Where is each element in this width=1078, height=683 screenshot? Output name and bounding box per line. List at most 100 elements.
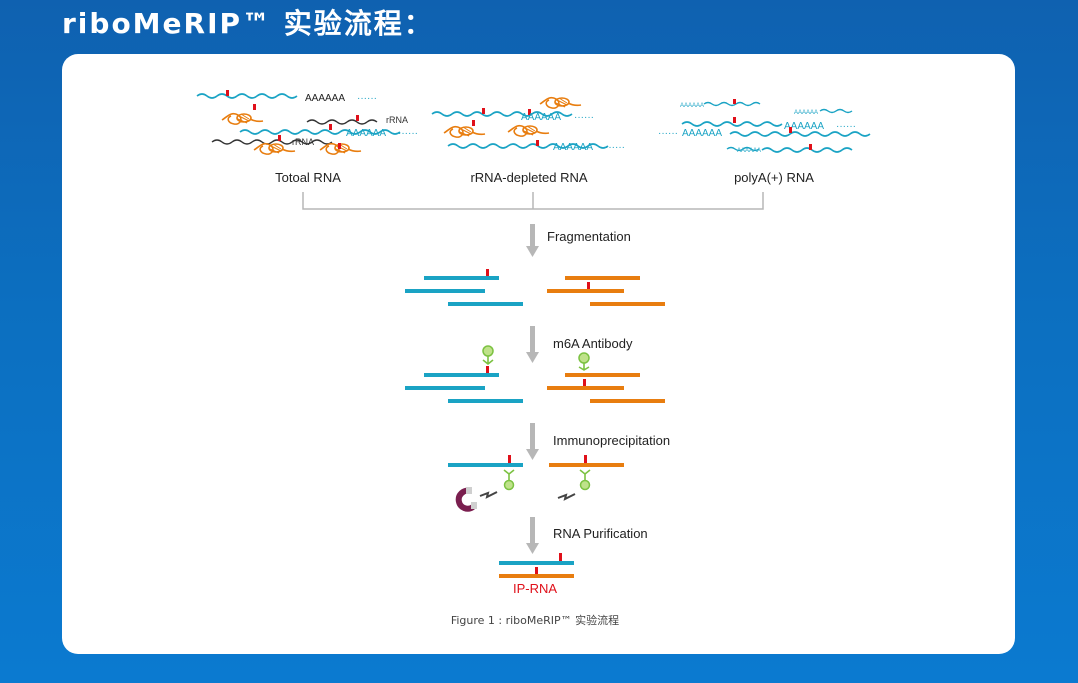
mrna-wave — [761, 147, 853, 153]
mrna-wave — [819, 108, 853, 114]
source-label-rrna-depleted-rna: rRNA-depleted RNA — [470, 170, 587, 185]
mrna-wave — [196, 93, 298, 99]
lightning-icon — [557, 493, 576, 501]
page-title: riboMeRIP™ 实验流程： — [62, 7, 434, 40]
orange-fragment — [547, 386, 624, 390]
continuation-dots: ······ — [605, 142, 625, 153]
ip-rna-result: IP-RNA — [499, 553, 574, 596]
blue-fragment — [448, 463, 523, 467]
mrna-wave — [726, 146, 760, 152]
blue-fragment — [405, 386, 485, 390]
m6a-mark — [329, 124, 332, 130]
orange-fragment — [565, 276, 640, 280]
polya-tail: AAAAAA — [784, 121, 824, 132]
step-label-rna-purification: RNA Purification — [553, 526, 648, 541]
m6a-mark — [472, 120, 475, 126]
orange-fragment — [565, 373, 640, 377]
polya-tail: AAAAAA — [794, 110, 818, 116]
m6a-mark — [809, 144, 812, 150]
mrna-wave — [239, 129, 401, 135]
result-label-ip-rna: IP-RNA — [513, 581, 557, 596]
m6a-mark — [278, 135, 281, 141]
orange-fragment — [499, 574, 574, 578]
blue-fragment — [424, 373, 499, 377]
mrna-wave — [703, 101, 761, 107]
m6a-mark — [587, 282, 590, 289]
rrna-label: rRNA — [292, 137, 314, 147]
continuation-dots: ······ — [574, 112, 594, 123]
ip-group — [448, 455, 624, 512]
polya-rna-illustration: AAAAAA AAAAAA AAAAAA ······ ······ AAAAA… — [658, 99, 871, 185]
m6a-mark — [253, 104, 256, 110]
antibody-icon — [503, 469, 515, 491]
mrna-wave — [447, 143, 609, 149]
m6a-mark — [536, 140, 539, 146]
step-arrow-rna-purification — [526, 517, 539, 554]
m6a-mark — [528, 109, 531, 115]
rrna-hairpin — [221, 112, 264, 125]
lightning-icon — [479, 491, 498, 499]
m6a-mark — [356, 115, 359, 121]
magnet-icon — [455, 487, 477, 512]
mrna-wave — [681, 121, 783, 127]
antibody-binding-group — [405, 345, 665, 403]
continuation-dots: ······ — [357, 93, 377, 104]
m6a-mark — [508, 455, 511, 463]
rrna-strand — [211, 139, 333, 145]
mrna-wave — [729, 131, 871, 137]
step-arrow-m6a-antibody — [526, 326, 539, 363]
blue-fragment — [424, 276, 499, 280]
rrna-hairpin — [253, 142, 296, 155]
step-label-m6a-antibody: m6A Antibody — [553, 336, 633, 351]
m6a-mark — [584, 455, 587, 463]
orange-fragment — [590, 302, 665, 306]
step-arrow-fragmentation — [526, 224, 539, 257]
mrna-wave — [431, 111, 573, 117]
rrna-hairpin — [507, 124, 550, 137]
polya-tail: AAAAAA — [553, 142, 593, 153]
m6a-mark — [226, 90, 229, 96]
fragments-group — [405, 269, 665, 306]
orange-fragment — [590, 399, 665, 403]
antibody-icon — [579, 469, 591, 491]
source-label-polya-rna: polyA(+) RNA — [734, 170, 814, 185]
polya-tail: AAAAAA — [346, 128, 386, 139]
rrna-hairpin — [539, 96, 582, 109]
step-arrow-immunoprecipitation — [526, 423, 539, 460]
continuation-dots: ······ — [398, 128, 418, 139]
blue-fragment — [405, 289, 485, 293]
step-label-immunoprecipitation: Immunoprecipitation — [553, 433, 670, 448]
m6a-mark — [583, 379, 586, 386]
continuation-dots: ······ — [836, 121, 856, 132]
orange-fragment — [549, 463, 624, 467]
rrna-depleted-illustration: AAAAAA ······ AAAAAA ······ rRNA-deplete… — [431, 96, 625, 185]
figure-caption: Figure 1 : riboMeRIP™ 实验流程 — [451, 613, 619, 627]
blue-fragment — [499, 561, 574, 565]
step-label-fragmentation: Fragmentation — [547, 229, 631, 244]
m6a-mark — [338, 143, 341, 149]
diagram-card: AAAAAA ······ rRNA AAAAAA ······ rRNA To… — [62, 54, 1015, 654]
m6a-mark — [482, 108, 485, 114]
total-rna-illustration: AAAAAA ······ rRNA AAAAAA ······ rRNA To… — [196, 90, 418, 185]
m6a-mark — [559, 553, 562, 561]
workflow-diagram: AAAAAA ······ rRNA AAAAAA ······ rRNA To… — [196, 90, 871, 627]
antibody-icon — [482, 345, 494, 366]
source-label-total-rna: Totoal RNA — [275, 170, 341, 185]
rrna-hairpin — [443, 125, 486, 138]
rrna-label: rRNA — [386, 115, 408, 125]
polya-tail: AAAAAA — [682, 128, 722, 139]
blue-fragment — [448, 399, 523, 403]
m6a-mark — [486, 366, 489, 373]
rrna-strand — [306, 119, 378, 125]
polya-tail: AAAAAA — [680, 103, 704, 109]
polya-tail: AAAAAA — [521, 112, 561, 123]
m6a-mark — [535, 567, 538, 574]
blue-fragment — [448, 302, 523, 306]
polya-tail: AAAAAA — [305, 93, 345, 104]
m6a-mark — [789, 127, 792, 133]
polya-tail: AAAAAA — [737, 148, 761, 154]
m6a-mark — [733, 99, 736, 104]
antibody-icon — [578, 352, 590, 371]
continuation-dots: ······ — [658, 128, 678, 139]
m6a-mark — [486, 269, 489, 276]
